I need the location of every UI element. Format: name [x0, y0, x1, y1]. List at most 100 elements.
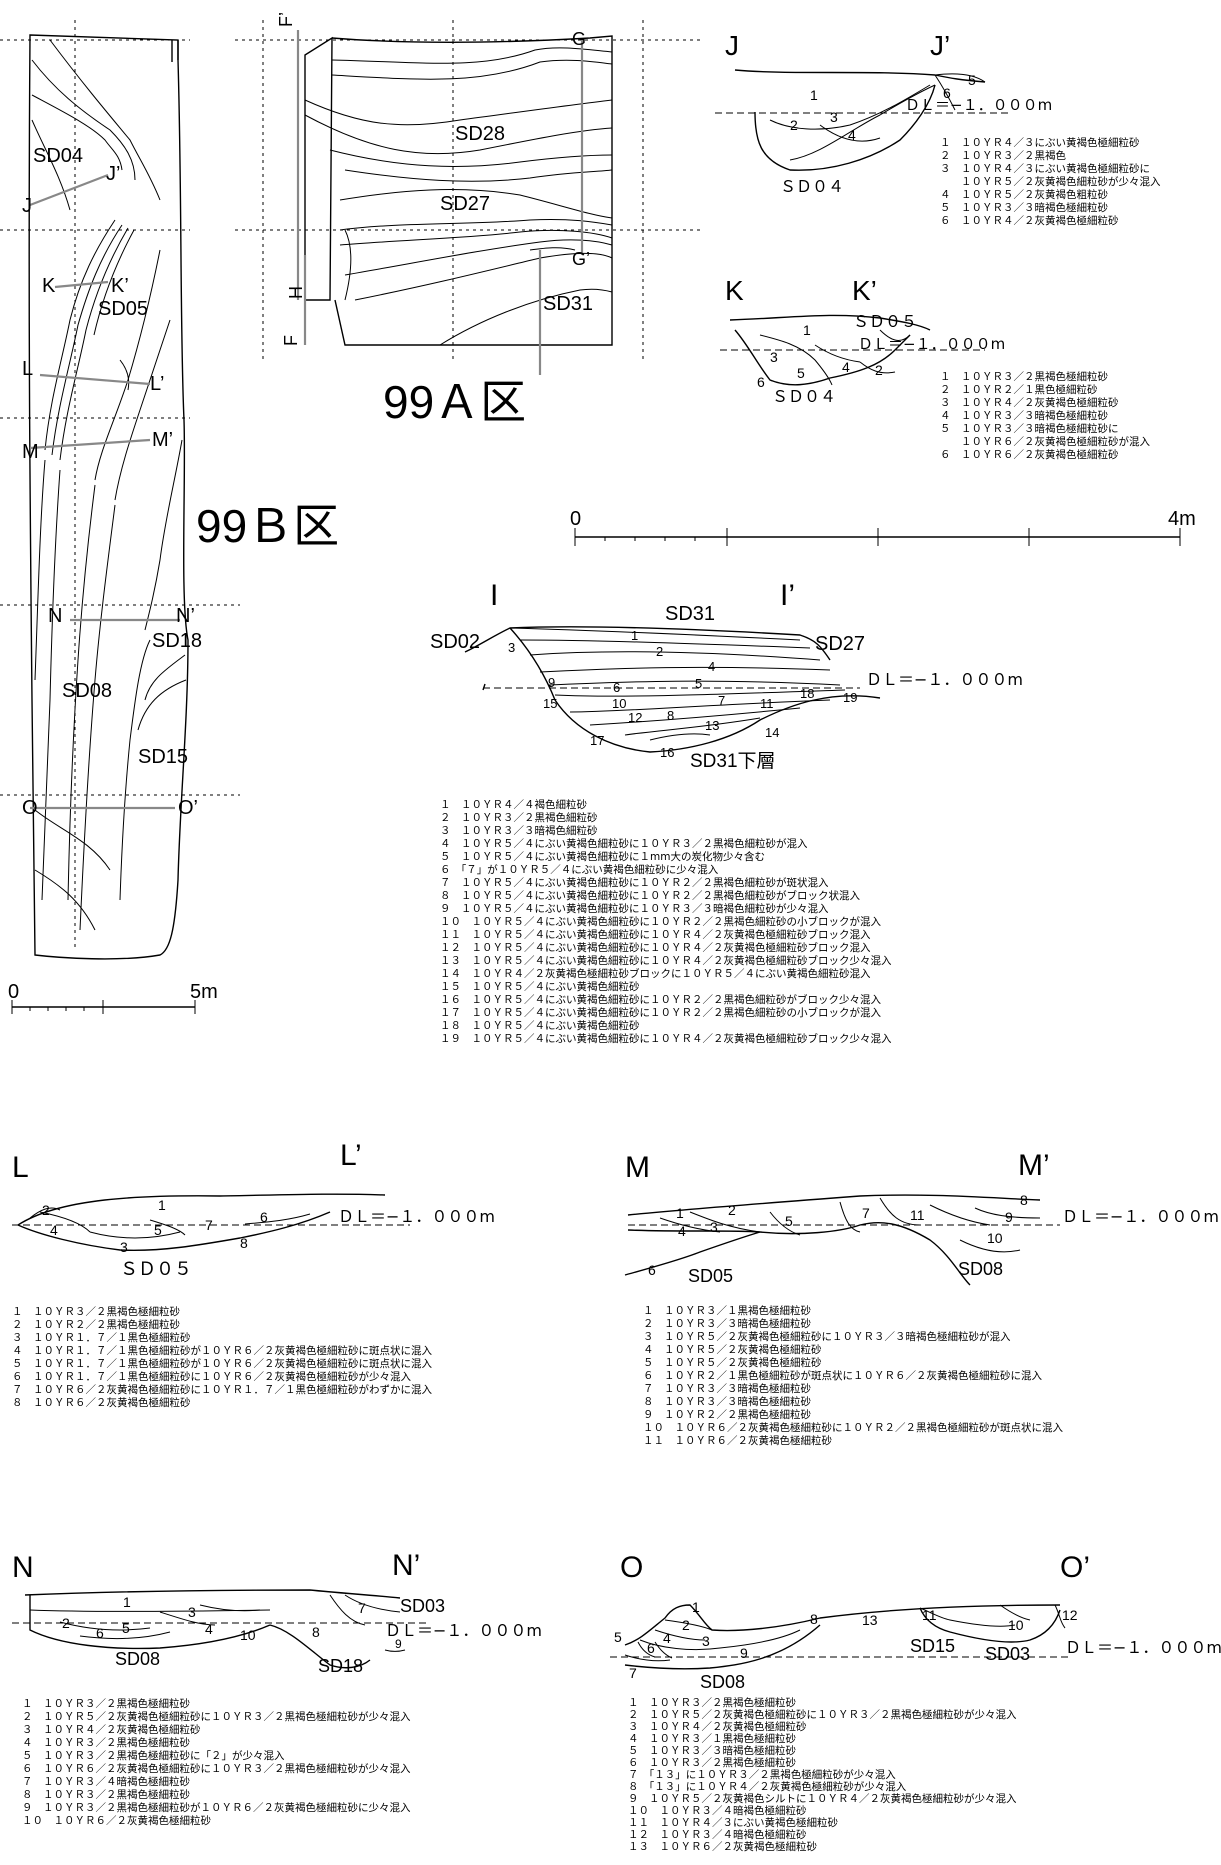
- plan-b-sd04: SD04: [33, 145, 83, 167]
- sec-o-layer-9: 9: [740, 1645, 748, 1661]
- sec-m-legend-7: ７ １０ＹＲ３／３暗褐色極細粒砂: [643, 1382, 811, 1395]
- sec-l-legend-5: ５ １０ＹＲ１．７／１黒色極細粒砂が１０ＹＲ６／２灰黄褐色極細粒砂に斑点状に混入: [12, 1357, 432, 1370]
- sec-j-left: J: [725, 30, 739, 61]
- sec-n-layer-9: 9: [395, 1637, 402, 1651]
- sec-l-legend-4: ４ １０ＹＲ１．７／１黒色極細粒砂が１０ＹＲ６／２灰黄褐色極細粒砂に斑点状に混入: [12, 1344, 432, 1357]
- plan-a-h: H: [286, 286, 306, 299]
- sec-o-layer-6: 6: [647, 1640, 655, 1656]
- plan-b-l: L: [22, 358, 33, 380]
- sec-m-layer-11: 11: [910, 1207, 925, 1223]
- sec-n-legend-6: ６ １０ＹＲ６／２灰黄褐色極細粒砂に１０ＹＲ３／２黒褐色極細粒砂が少々混入: [22, 1762, 411, 1775]
- sec-n-legend-5: ５ １０ＹＲ３／２黒褐色極細粒砂に「２」が少々混入: [22, 1749, 285, 1762]
- sec-i-legend-6: ６ 「７」が１０ＹＲ５／４にぶい黄褐色細粒砂に少々混入: [440, 863, 719, 876]
- sec-o-layer-11: 11: [922, 1607, 937, 1623]
- sec-l-layer-3: 3: [120, 1239, 128, 1255]
- sec-i-sd27: SD27: [815, 633, 865, 655]
- sec-j-layer-3: 3: [830, 109, 838, 125]
- sec-o-legend-12: １２ １０ＹＲ３／４暗褐色極細粒砂: [628, 1828, 807, 1841]
- sec-k-legend-3: ３ １０ＹＲ４／２灰黄褐色極細粒砂: [940, 396, 1119, 409]
- sec-o-layer-10: 10: [1008, 1617, 1024, 1633]
- sec-i-legend-4: ４ １０ＹＲ５／４にぶい黄褐色細粒砂に１０ＹＲ３／２黒褐色細粒砂が混入: [440, 837, 808, 850]
- sec-m-ditch-a: SD05: [688, 1266, 733, 1286]
- sec-k-legend-6: ６ １０ＹＲ６／２灰黄褐色極細粒砂: [940, 448, 1119, 461]
- sec-n-legend: １ １０ＹＲ３／２黒褐色極細粒砂 ２ １０ＹＲ５／２灰黄褐色極細粒砂に１０ＹＲ３…: [22, 1697, 411, 1827]
- sec-o-legend-13: １３ １０ＹＲ６／２灰黄褐色極細粒砂: [628, 1840, 817, 1853]
- plan-a-sd28: SD28: [455, 123, 505, 145]
- section-l: L L’ 1 2 3 4 5 6 7 8 ＤＬ＝−１．０００m ＳＤ０５ １ １…: [12, 1139, 495, 1409]
- plan-b-sd15: SD15: [138, 746, 188, 768]
- sec-i-layer-16: 16: [660, 745, 674, 760]
- sec-i-legend-16: １６ １０ＹＲ５／４にぶい黄褐色細粒砂に１０ＹＲ２／２黒褐色細粒砂がブロック少々…: [440, 993, 881, 1006]
- scale-4m-zero: 0: [570, 508, 581, 530]
- sec-n-layer-8: 8: [312, 1624, 320, 1640]
- sec-m-legend-9: ９ １０ＹＲ２／２黒褐色極細粒砂: [643, 1408, 811, 1421]
- plan-b-np: N’: [176, 605, 195, 627]
- sec-o-datum: ＤＬ＝−１．０００m: [1065, 1638, 1221, 1657]
- sec-n-legend-1: １ １０ＹＲ３／２黒褐色極細粒砂: [22, 1697, 190, 1710]
- sec-o-ditch-b: SD15: [910, 1636, 955, 1656]
- sec-i-layer-17: 17: [590, 733, 604, 748]
- plan-b-lp: L’: [150, 373, 164, 395]
- plan-b-o: O: [22, 797, 38, 819]
- sec-l-layer-8: 8: [240, 1235, 248, 1251]
- sec-l-layer-2: 2: [42, 1202, 50, 1218]
- sec-i-legend-14: １４ １０ＹＲ４／２灰黄褐色極細粒砂ブロックに１０ＹＲ５／４にぶい黄褐色細粒砂混…: [440, 967, 871, 980]
- sec-n-legend-2: ２ １０ＹＲ５／２灰黄褐色極細粒砂に１０ＹＲ３／２黒褐色極細粒砂が少々混入: [22, 1710, 411, 1723]
- sec-i-right: I’: [780, 579, 795, 612]
- sec-m-left: M: [625, 1151, 650, 1184]
- sec-m-legend-6: ６ １０ＹＲ２／１黒色極細粒砂が斑点状に１０ＹＲ６／２灰黄褐色極細粒砂に混入: [643, 1369, 1042, 1382]
- sec-l-legend-2: ２ １０ＹＲ２／２黒褐色極細粒砂: [12, 1318, 180, 1331]
- sec-n-layer-1: 1: [123, 1594, 131, 1610]
- plan-a-sd31: SD31: [543, 293, 593, 315]
- plan-99b: SD04 SD05 SD18 SD08 SD15 J J’ K K’ L L’ …: [0, 20, 339, 1014]
- plan-b-op: O’: [178, 797, 198, 819]
- sec-i-layer-13: 13: [705, 718, 719, 733]
- sec-o-legend-11: １１ １０ＹＲ４／３にぶい黄褐色極細粒砂: [628, 1816, 838, 1829]
- sec-m-layer-9: 9: [1005, 1209, 1013, 1225]
- sec-o-ditch-c: SD03: [985, 1644, 1030, 1664]
- sec-i-layer-19: 19: [843, 690, 857, 705]
- sec-o-legend-6: ６ １０ＹＲ３／２黒褐色極細粒砂: [628, 1756, 796, 1769]
- sec-i-legend-2: ２ １０ＹＲ３／２黒褐色細粒砂: [440, 811, 598, 824]
- sec-l-legend-6: ６ １０ＹＲ１．７／１黒色極細粒砂に１０ＹＲ６／２灰黄褐色極細粒砂が少々混入: [12, 1370, 411, 1383]
- plan-b-n: N: [48, 605, 62, 627]
- sec-m-layer-3: 3: [710, 1219, 718, 1235]
- sec-l-datum: ＤＬ＝−１．０００m: [338, 1207, 495, 1226]
- sec-i-legend-18: １８ １０ＹＲ５／４にぶい黄褐色細粒砂: [440, 1019, 640, 1032]
- sec-i-layer-3: 3: [508, 640, 515, 655]
- plan-99a: SD28 SD27 SD31 F’ F G G’ H 99Ａ区: [235, 12, 700, 428]
- sec-l-legend-1: １ １０ＹＲ３／２黒褐色極細粒砂: [12, 1305, 180, 1318]
- sec-i-legend-15: １５ １０ＹＲ５／４にぶい黄褐色細粒砂: [440, 980, 640, 993]
- sec-n-legend-10: １０ １０ＹＲ６／２灰黄褐色極細粒砂: [22, 1814, 211, 1827]
- sec-i-legend-19: １９ １０ＹＲ５／４にぶい黄褐色細粒砂に１０ＹＲ４／２灰黄褐色極細粒砂ブロック少…: [440, 1032, 892, 1045]
- sec-k-legend: １ １０ＹＲ３／２黒褐色極細粒砂 ２ １０ＹＲ２／１黒色極細粒砂 ３ １０ＹＲ４…: [940, 370, 1150, 461]
- plan-b-jp: J’: [106, 163, 120, 185]
- section-j: J J’ 1 2 3 4 5 6 ＤＬ＝−１．０００m ＳＤ０４ １ １０ＹＲ４…: [715, 30, 1161, 227]
- sec-o-layer-1: 1: [692, 1599, 700, 1615]
- sec-i-layer-8: 8: [667, 708, 674, 723]
- sec-k-ditch-lower: ＳＤ０４: [772, 387, 836, 406]
- sec-l-legend-3: ３ １０ＹＲ１．７／１黒色極細粒砂: [12, 1331, 191, 1344]
- sec-k-legend-1: １ １０ＹＲ３／２黒褐色極細粒砂: [940, 370, 1108, 383]
- sec-j-layer-1: 1: [810, 87, 818, 103]
- plan-b-j: J: [22, 195, 32, 217]
- sec-j-legend-6: ６ １０ＹＲ４／２灰黄褐色極細粒砂: [940, 214, 1119, 227]
- sec-m-legend-5: ５ １０ＹＲ５／２灰黄褐色極細粒砂: [643, 1356, 822, 1369]
- sec-j-legend-3b: １０ＹＲ５／２灰黄褐色細粒砂が少々混入: [940, 175, 1161, 188]
- sec-k-layer-1: 1: [803, 322, 811, 338]
- sec-i-sd31: SD31: [665, 603, 715, 625]
- sec-o-left: O: [620, 1551, 643, 1584]
- scale-4m-end: 4m: [1168, 508, 1196, 530]
- sec-j-layer-6: 6: [943, 85, 951, 101]
- sec-o-legend-8: ８ 「１３」に１０ＹＲ４／２灰黄褐色極細粒砂が少々混入: [628, 1780, 907, 1793]
- plan-b-mp: M’: [152, 429, 173, 451]
- sec-j-layer-5: 5: [968, 72, 976, 88]
- sec-l-ditch: ＳＤ０５: [120, 1259, 192, 1280]
- sec-k-legend-5: ５ １０ＹＲ３／３暗褐色極細粒砂に: [940, 422, 1119, 435]
- sec-o-layer-2: 2: [682, 1617, 690, 1633]
- sec-n-legend-4: ４ １０ＹＲ３／２黒褐色極細粒砂: [22, 1736, 190, 1749]
- sec-m-legend: １ １０ＹＲ３／１黒褐色極細粒砂 ２ １０ＹＲ３／３暗褐色極細粒砂 ３ １０ＹＲ…: [643, 1304, 1063, 1447]
- sec-n-legend-9: ９ １０ＹＲ３／２黒褐色極細粒砂が１０ＹＲ６／２灰黄褐色極細粒砂に少々混入: [22, 1801, 411, 1814]
- sec-o-legend-4: ４ １０ＹＲ３／１黒褐色極細粒砂: [628, 1732, 796, 1745]
- sec-o-layer-3: 3: [702, 1633, 710, 1649]
